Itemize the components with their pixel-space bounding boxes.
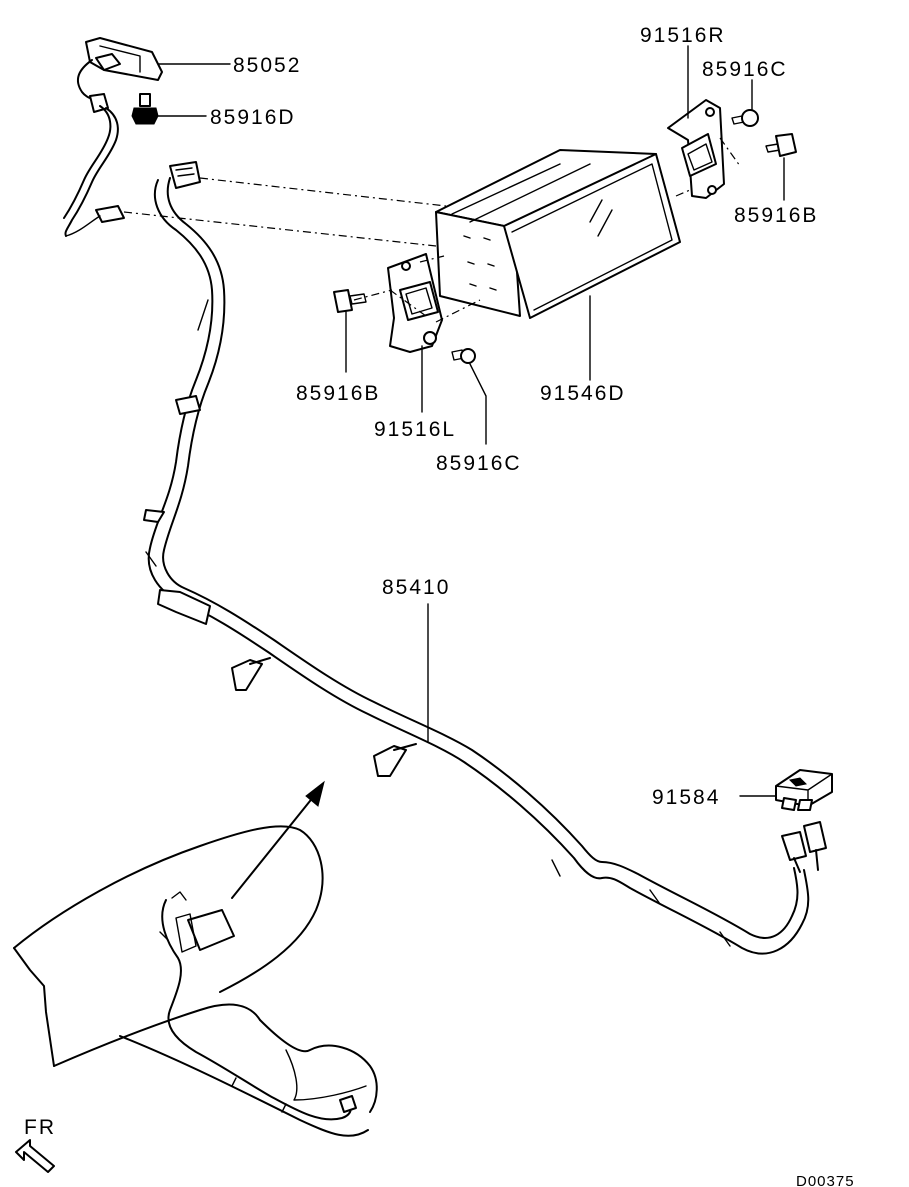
part-85916D-bolt <box>131 93 159 125</box>
leader-85916C-bottom <box>469 363 487 445</box>
part-85916C-screw-top <box>731 109 759 127</box>
vehicle-dashboard-inset <box>13 825 378 1137</box>
part-85916B-bolt-left <box>333 289 367 313</box>
part-91516R-bracket <box>667 99 725 199</box>
label-91546D: 91546D <box>540 382 626 405</box>
part-85916C-screw-bottom <box>451 348 476 364</box>
label-85410: 85410 <box>382 576 450 599</box>
part-91516L-bracket <box>387 253 443 353</box>
label-91584: 91584 <box>652 786 720 809</box>
label-85916B-left: 85916B <box>296 382 380 405</box>
inset-pointer-arrow <box>231 780 325 899</box>
label-91516L: 91516L <box>374 418 456 441</box>
label-91516R: 91516R <box>640 24 726 47</box>
part-91546D-module <box>435 149 681 319</box>
part-85410-harness <box>143 161 827 955</box>
assembly-guide-lines <box>123 137 741 323</box>
label-85916B-right: 85916B <box>734 204 818 227</box>
label-85916C-top: 85916C <box>702 58 788 81</box>
diagram-code: D00375 <box>796 1173 855 1187</box>
label-85052: 85052 <box>233 54 301 77</box>
label-85916D: 85916D <box>210 106 296 129</box>
part-91584-connector <box>775 769 833 811</box>
front-direction-label: FR <box>24 1116 56 1139</box>
label-85916C-bottom: 85916C <box>436 452 522 475</box>
part-85916B-bolt-right <box>765 133 797 157</box>
front-direction-arrow <box>15 1139 55 1173</box>
part-85052-connector <box>63 37 163 237</box>
